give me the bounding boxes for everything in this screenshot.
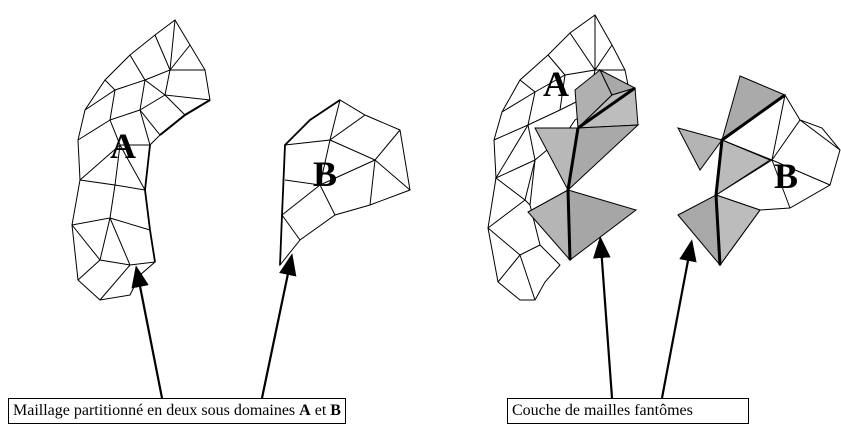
left-label-b: B [313,154,337,194]
left-caption-b: B [330,402,341,419]
left-caption: Maillage partitionné en deux sous domain… [8,398,346,424]
left-arrow-to-a [131,265,164,399]
left-arrow-to-b [260,253,297,399]
right-label-a: A [543,64,569,104]
right-arrow-to-b-ghost [660,239,697,399]
left-label-a: A [110,126,136,166]
right-a-partition-boundary [566,86,636,261]
right-ghost-cells-b [677,75,787,267]
right-b-partition-boundary [714,93,786,266]
left-domain-b-boundary [279,99,341,266]
left-caption-conj: et [314,402,327,419]
left-caption-text: Maillage partitionné en deux sous domain… [13,402,296,419]
left-domain-b-mesh [279,99,411,267]
right-arrow-to-a-ghost [593,236,614,399]
left-partition-boundary-lower [144,144,156,263]
left-caption-a: A [299,402,311,419]
right-caption: Couche de mailles fantômes [507,398,749,424]
right-label-b: B [774,156,798,196]
right-caption-text: Couche de mailles fantômes [512,402,693,419]
left-domain-a-mesh [71,19,211,301]
right-domain-a-mesh [487,14,631,301]
left-partition-boundary [159,99,211,136]
